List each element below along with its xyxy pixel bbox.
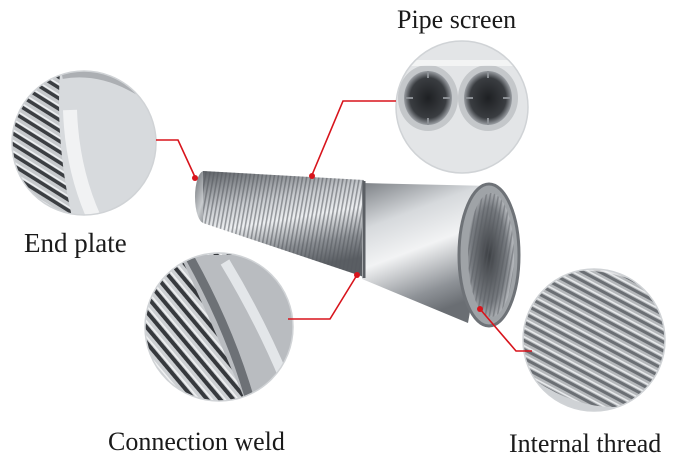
detail-connection-weld — [144, 252, 294, 402]
callout-dot-pipe-screen — [309, 173, 315, 179]
label-internal-thread: Internal thread — [509, 429, 662, 458]
internal-thread-rings — [468, 193, 514, 317]
tube-opening-left — [404, 71, 452, 125]
tube-opening-right — [464, 71, 512, 125]
screen-wire-wraps — [203, 171, 364, 277]
callout-line-internal-thread — [479, 308, 532, 352]
detail-internal-thread — [522, 268, 666, 412]
callout-dot-end-plate — [192, 175, 198, 181]
label-connection-weld: Connection weld — [108, 427, 285, 456]
callout-dot-connection-weld — [354, 272, 360, 278]
label-pipe-screen: Pipe screen — [397, 5, 517, 34]
screen-pipe-product — [195, 171, 521, 328]
detail-pipe-screen — [395, 40, 529, 174]
detail-end-plate — [11, 70, 157, 216]
callout-dot-internal-thread — [477, 306, 483, 312]
label-end-plate: End plate — [24, 228, 127, 258]
coupling-collar — [362, 183, 492, 323]
callout-line-pipe-screen — [311, 100, 396, 176]
callout-line-connection-weld — [288, 274, 358, 320]
callout-line-end-plate — [156, 139, 196, 178]
